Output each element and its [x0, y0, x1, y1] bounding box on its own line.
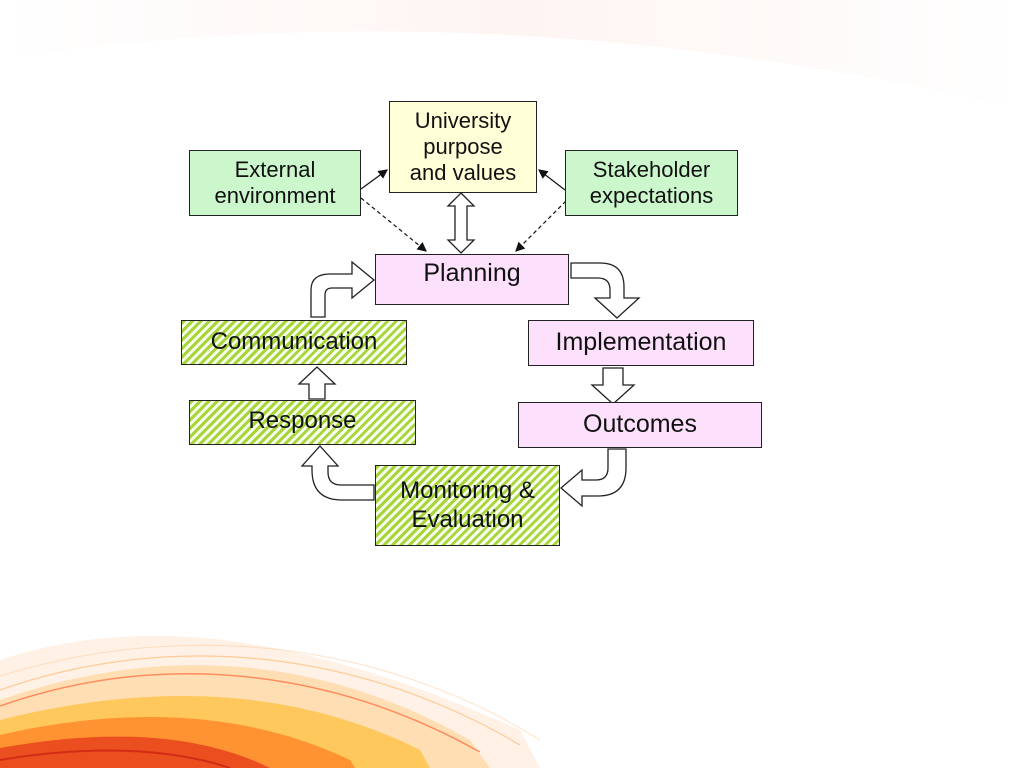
arrow-planning-to-implementation: [570, 262, 641, 319]
arrow-implementation-to-outcomes: [590, 367, 636, 405]
outcomes-box: Outcomes: [518, 402, 762, 448]
response-label: Response: [248, 407, 357, 434]
university-purpose-label: University purpose and values: [409, 108, 517, 185]
university-purpose-box: University purpose and values: [389, 101, 537, 193]
arrow-external-to-planning: [360, 197, 427, 252]
stakeholder-expectations-label: Stakeholder expectations: [589, 157, 714, 208]
stakeholder-expectations-box: Stakeholder expectations: [565, 150, 738, 216]
implementation-box: Implementation: [528, 320, 754, 366]
monitoring-evaluation-label: Monitoring & Evaluation: [400, 477, 535, 533]
background-swirl: [0, 635, 541, 768]
arrow-communication-to-planning: [310, 260, 376, 318]
external-environment-box: External environment: [189, 150, 361, 216]
arrow-university-planning: [446, 192, 476, 254]
communication-label: Communication: [210, 328, 378, 356]
arrow-external-to-university: [360, 169, 388, 190]
arrow-outcomes-to-monitoring: [560, 448, 627, 508]
implementation-label: Implementation: [555, 328, 727, 357]
external-environment-label: External environment: [214, 157, 336, 208]
arrow-stakeholder-to-university: [538, 169, 566, 191]
arrow-response-to-communication: [297, 366, 337, 400]
background-swoosh-top: [0, 0, 1024, 110]
arrow-monitoring-to-response: [300, 445, 375, 501]
communication-box: Communication: [181, 320, 407, 365]
planning-box: Planning: [375, 254, 569, 305]
outcomes-label: Outcomes: [583, 410, 697, 439]
response-box: Response: [189, 400, 416, 445]
arrow-stakeholder-to-planning: [515, 200, 567, 252]
monitoring-evaluation-box: Monitoring & Evaluation: [375, 465, 560, 546]
planning-label: Planning: [423, 259, 521, 287]
